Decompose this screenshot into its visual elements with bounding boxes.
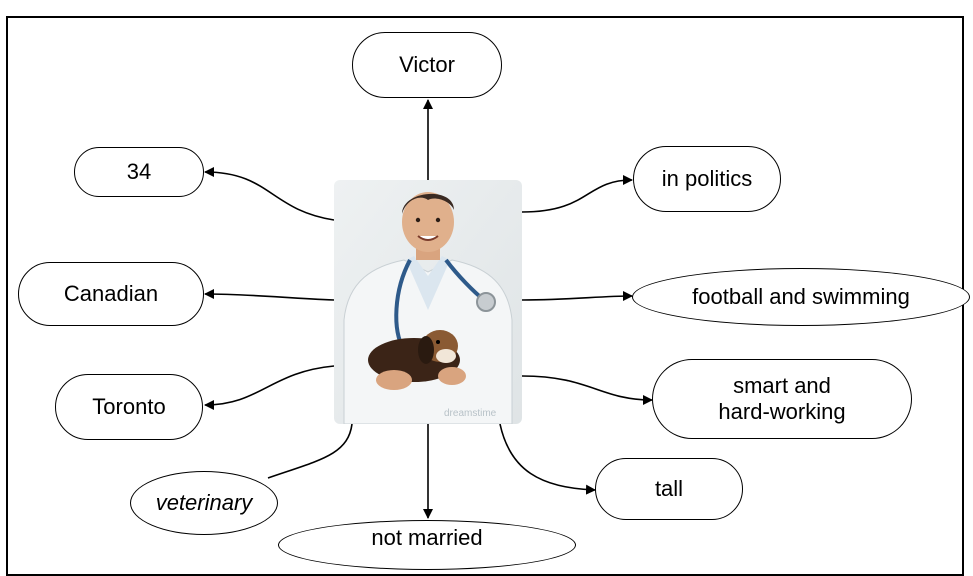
edge-to-profession <box>267 423 353 479</box>
node-nationality-label: Canadian <box>63 280 159 306</box>
node-name: Victor <box>352 32 502 98</box>
doctor-with-puppy-illustration: dreamstime <box>334 180 522 424</box>
node-age: 34 <box>74 147 204 197</box>
node-height: tall <box>595 458 743 520</box>
edge-to-traits <box>521 375 653 405</box>
node-hobbies-label: football and swimming <box>692 283 910 309</box>
node-profession: veterinary <box>130 471 278 535</box>
node-city: Toronto <box>55 374 203 440</box>
node-age-label: 34 <box>126 158 152 184</box>
node-interest: in politics <box>633 146 781 212</box>
node-marital-status-label: not married <box>371 525 483 550</box>
node-traits: smart and hard-working <box>652 359 912 439</box>
node-profession-label: veterinary <box>155 489 253 515</box>
node-traits-label-line1: smart and <box>733 372 831 398</box>
node-nationality: Canadian <box>18 262 204 326</box>
edge-to-height <box>499 423 596 495</box>
edge-to-age <box>204 167 335 221</box>
edge-to-nationality <box>204 289 335 301</box>
edge-to-city <box>204 365 335 410</box>
node-marital-status: not married <box>278 520 576 570</box>
node-hobbies: football and swimming <box>632 268 970 326</box>
edge-to-hobbies <box>521 291 633 302</box>
node-city-label: Toronto <box>92 393 166 419</box>
photo-watermark: dreamstime <box>444 408 497 419</box>
edge-to-interest <box>521 175 633 213</box>
node-interest-label: in politics <box>661 165 753 191</box>
node-name-label: Victor <box>399 51 455 77</box>
veterinarian-photo: dreamstime <box>334 180 522 424</box>
node-traits-label-line2: hard-working <box>718 399 846 424</box>
node-height-label: tall <box>654 475 684 501</box>
